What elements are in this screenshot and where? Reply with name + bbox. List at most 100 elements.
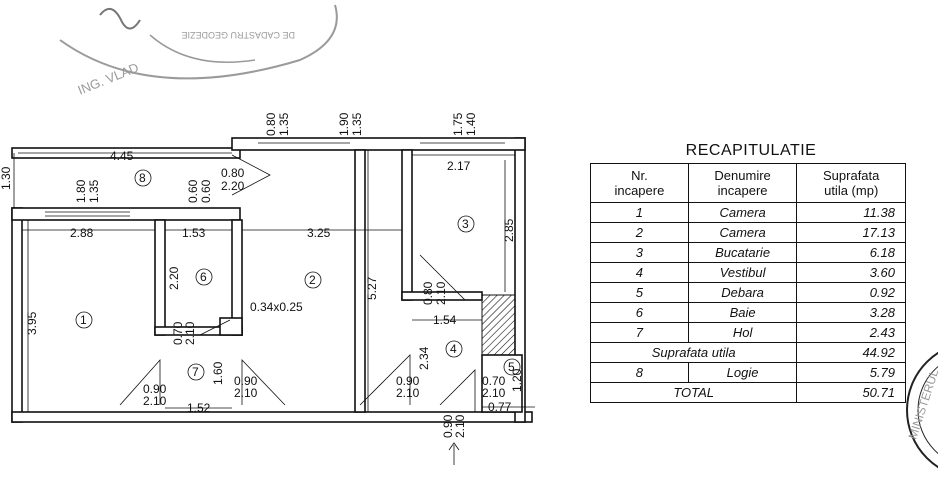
dim-210b: 2.10 [183, 321, 197, 345]
dim-285: 2.85 [502, 218, 516, 242]
row-nr: 1 [590, 202, 689, 223]
row-nr: 7 [590, 322, 689, 343]
room-number-2: 2 [309, 273, 316, 287]
row-area: 11.38 [796, 202, 906, 223]
dim-395: 3.95 [25, 311, 39, 335]
loggia-name: Logie [687, 362, 798, 383]
loggia-nr: 8 [590, 362, 689, 383]
dim-210c: 2.10 [143, 394, 167, 408]
room-labels: 8 1 2 3 4 5 6 7 [75, 169, 521, 381]
room-number-4: 4 [450, 342, 457, 356]
door-swings [119, 154, 476, 412]
dim-154: 1.54 [433, 313, 457, 327]
total-label: TOTAL [589, 382, 798, 403]
dim-175: 1.75 [451, 112, 465, 136]
dim-090b: 0.90 [234, 374, 258, 388]
dim-090d: 0.90 [441, 414, 455, 438]
dim-080c: 0.80 [421, 281, 435, 305]
header-name-line1: Denumire [714, 168, 771, 183]
header-area-line2: utila (mp) [824, 183, 879, 198]
row-name: Hol [687, 322, 798, 343]
dim-527: 5.27 [365, 276, 379, 300]
row-name: Baie [687, 302, 798, 323]
dimension-labels: 4.45 1.30 1.80 1.35 0.60 0.60 0.80 2.20 … [0, 112, 524, 438]
dim-090a: 0.90 [143, 382, 167, 396]
room-number-6: 6 [200, 270, 207, 284]
header-nr-line1: Nr. [631, 168, 648, 183]
dim-135a: 1.35 [87, 179, 101, 203]
row-name: Vestibul [687, 262, 798, 283]
row-name: Camera [687, 222, 798, 243]
room-number-5: 5 [508, 360, 515, 374]
dim-210d: 2.10 [234, 386, 258, 400]
dim-288: 2.88 [70, 226, 94, 240]
row-nr: 4 [590, 262, 689, 283]
row-area: 2.43 [796, 322, 906, 343]
dim-060b: 0.60 [199, 179, 213, 203]
row-name: Camera [687, 202, 798, 223]
recap-title: RECAPITULATIE [685, 142, 817, 159]
dim-325: 3.25 [307, 226, 331, 240]
dim-090c: 0.90 [396, 374, 420, 388]
row-name: Debara [687, 282, 798, 303]
dim-180: 1.80 [74, 179, 88, 203]
dim-135b: 1.35 [277, 112, 291, 136]
row-area: 3.28 [796, 302, 906, 323]
dim-034: 0.34x0.25 [250, 300, 303, 314]
dim-135c: 1.35 [350, 112, 364, 136]
dim-153: 1.53 [182, 226, 206, 240]
header-nr: Nr.incapere [590, 163, 689, 203]
dim-160: 1.60 [211, 361, 225, 385]
row-name: Bucatarie [687, 242, 798, 263]
dim-210g: 2.10 [453, 414, 467, 438]
row-area: 3.60 [796, 262, 906, 283]
useful-area-value: 44.92 [796, 342, 906, 363]
dim-210f: 2.10 [482, 386, 506, 400]
dim-120: 1.20 [510, 368, 524, 392]
dim-080a: 0.80 [221, 166, 245, 180]
dim-077: 0.77 [488, 400, 512, 414]
dim-217: 2.17 [447, 159, 471, 173]
dim-060a: 0.60 [186, 179, 200, 203]
room-number-3: 3 [462, 217, 469, 231]
dim-190: 1.90 [337, 112, 351, 136]
row-area: 17.13 [796, 222, 906, 243]
dim-210e: 2.10 [396, 386, 420, 400]
cadastral-stamp: ING. VLAD DE CADASTRU GEODEZIE [59, 4, 338, 98]
useful-area-label: Suprafata utila [589, 342, 798, 363]
dim-234: 2.34 [417, 346, 431, 370]
room-number-1: 1 [80, 313, 87, 327]
dim-080b: 0.80 [264, 112, 278, 136]
stamp-text-b: DE CADASTRU GEODEZIE [181, 30, 295, 40]
room-number-8: 8 [139, 171, 146, 185]
dim-152: 1.52 [187, 401, 211, 415]
dim-210a: 2.10 [434, 281, 448, 305]
total-value: 50.71 [796, 382, 906, 403]
row-nr: 2 [590, 222, 689, 243]
header-name-line2: incapere [717, 183, 768, 198]
dim-070a: 0.70 [171, 321, 185, 345]
dim-220a: 2.20 [221, 179, 245, 193]
dimension-lines [13, 150, 535, 465]
shaft [481, 294, 516, 356]
row-nr: 6 [590, 302, 689, 323]
loggia-area: 5.79 [796, 362, 906, 383]
row-area: 0.92 [796, 282, 906, 303]
room-number-7: 7 [192, 365, 199, 379]
dim-140: 1.40 [464, 112, 478, 136]
